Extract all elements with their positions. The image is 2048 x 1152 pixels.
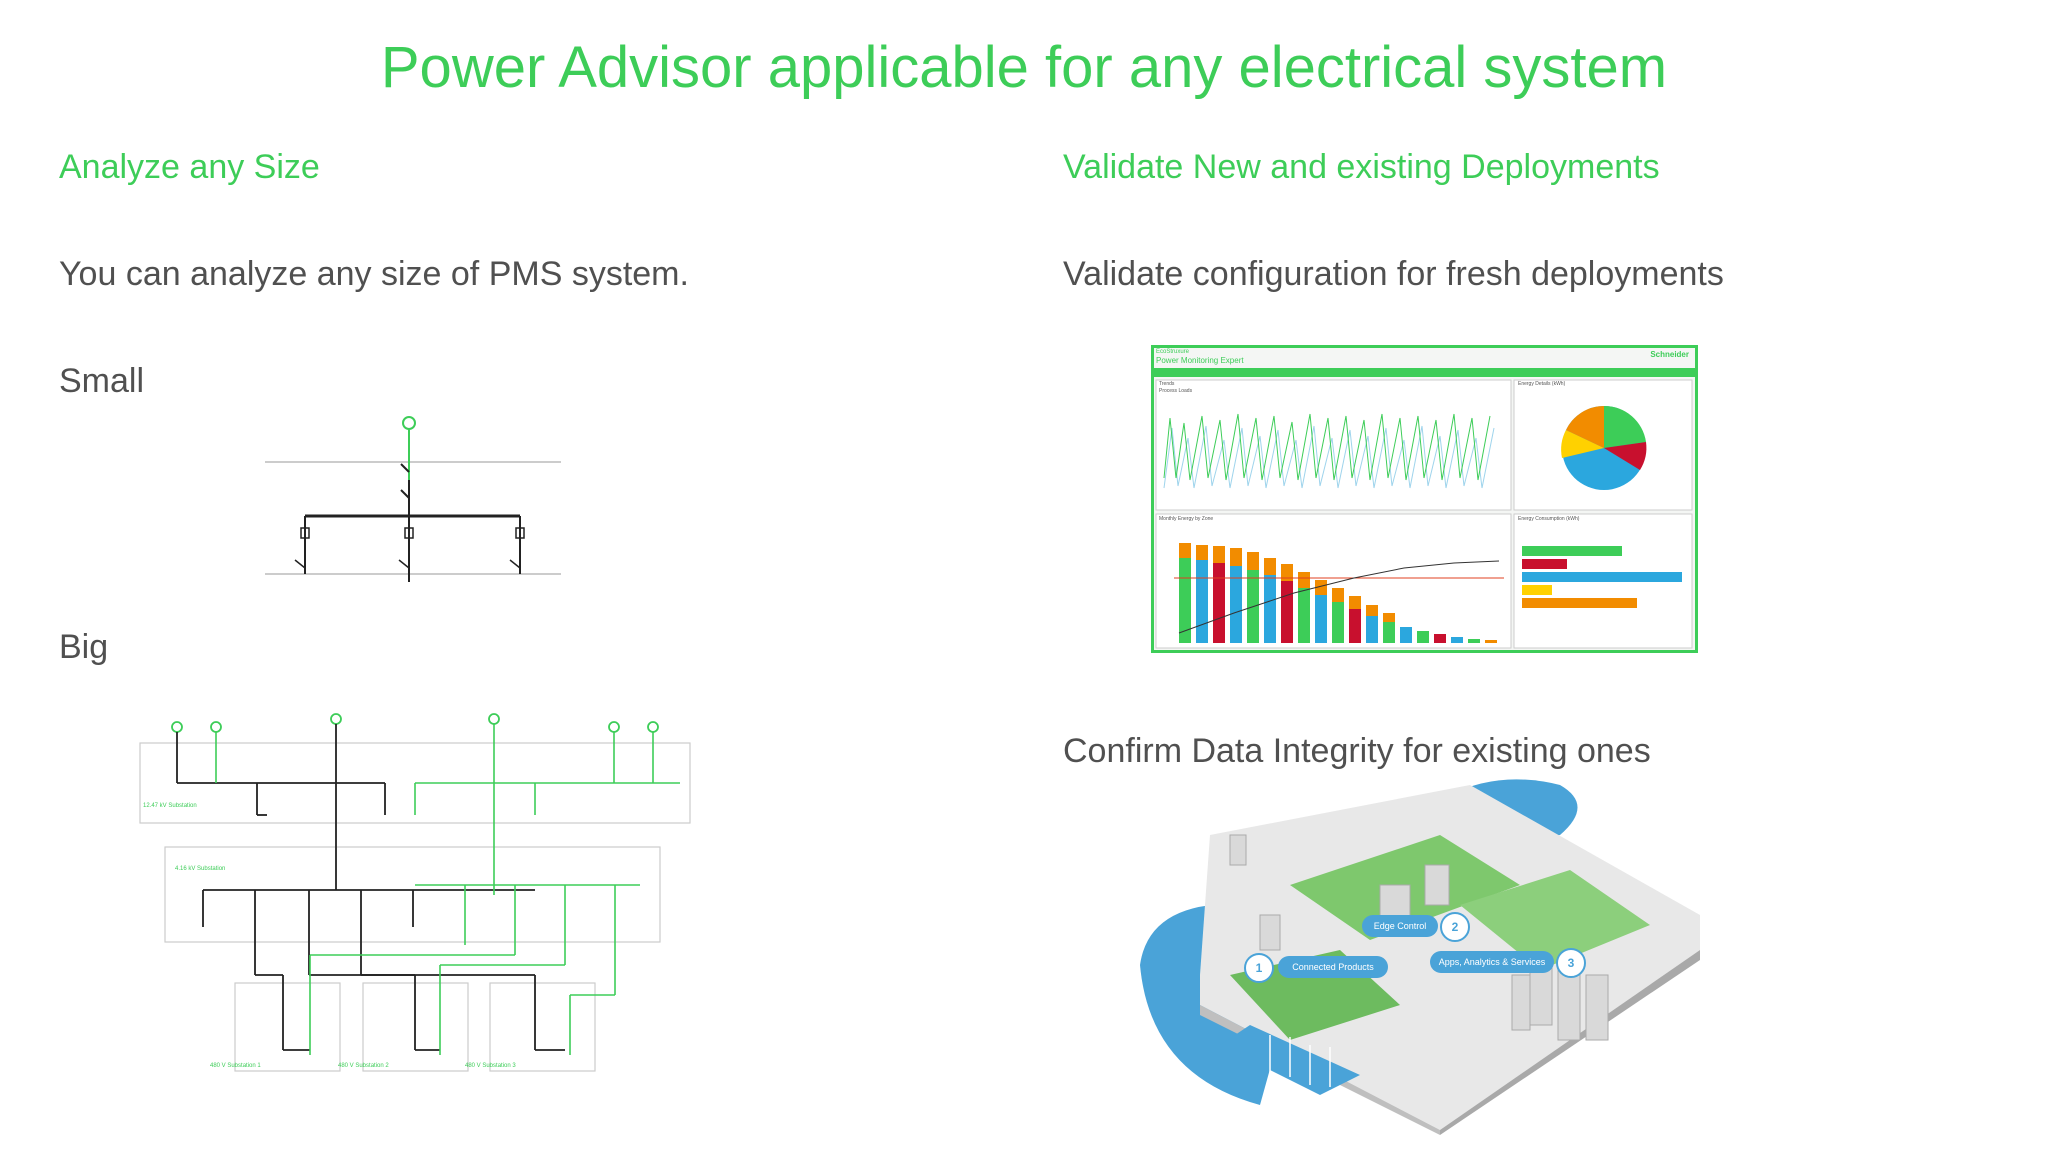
pme-panel4-title: Energy Consumption (kWh) <box>1518 516 1580 522</box>
left-description: You can analyze any size of PMS system. <box>59 255 689 293</box>
right-description-2: Confirm Data Integrity for existing ones <box>1063 732 1651 770</box>
pme-nav-bar <box>1154 368 1695 377</box>
callout-number-2: 2 <box>1440 912 1470 942</box>
schneider-logo: Schneider <box>1650 350 1689 359</box>
callout-number-1: 1 <box>1244 953 1274 983</box>
sub1-label: 12.47 kV Substation <box>143 803 197 809</box>
pme-panel1-subtitle: Process Loads <box>1159 388 1193 394</box>
pme-panel3-title: Monthly Energy by Zone <box>1159 516 1214 522</box>
pme-dashboard-screenshot: EcoStruxure Power Monitoring Expert Schn… <box>1151 345 1698 653</box>
right-heading: Validate New and existing Deployments <box>1063 148 1660 186</box>
callout-connected-products: Connected Products <box>1278 956 1388 978</box>
pme-brand: EcoStruxure <box>1156 349 1190 355</box>
left-heading: Analyze any Size <box>59 148 320 186</box>
big-label: Big <box>59 628 109 666</box>
small-label: Small <box>59 362 145 400</box>
sub5-label: 480 V Substation 3 <box>465 1063 516 1069</box>
callout-number-3: 3 <box>1556 948 1586 978</box>
pme-panels <box>1155 379 1693 649</box>
pme-panel2-title: Energy Details (kWh) <box>1518 381 1566 387</box>
right-description-1: Validate configuration for fresh deploym… <box>1063 255 1724 293</box>
slide-title: Power Advisor applicable for any electri… <box>380 35 1668 100</box>
sub4-label: 480 V Substation 2 <box>338 1063 389 1069</box>
callout-apps-analytics: Apps, Analytics & Services <box>1430 951 1554 973</box>
smart-city-illustration: 1 Connected Products 2 Edge Control 3 Ap… <box>1140 775 1730 1135</box>
pme-panel1-title: Trends <box>1159 381 1175 387</box>
sub2-label: 4.16 kV Substation <box>175 866 225 872</box>
callout-edge-control: Edge Control <box>1362 915 1438 937</box>
small-system-diagram <box>265 416 561 582</box>
sub3-label: 480 V Substation 1 <box>210 1063 261 1069</box>
big-system-diagram: 12.47 kV Substation 4.16 kV Substation 4… <box>139 713 691 1072</box>
pme-app-name: Power Monitoring Expert <box>1156 356 1244 365</box>
